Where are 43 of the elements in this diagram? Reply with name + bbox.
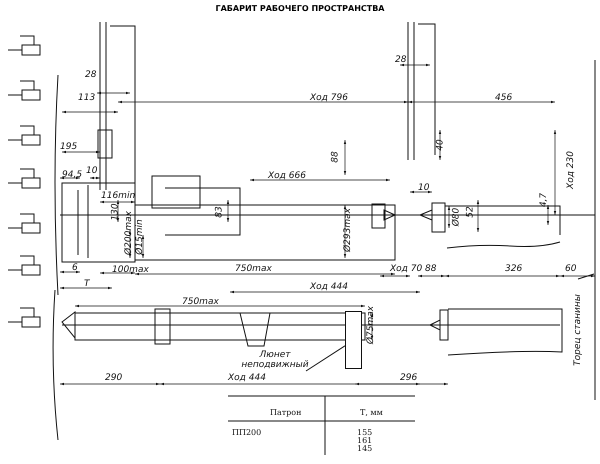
dimension-label: 750max	[235, 264, 272, 274]
dimension-label: Ø15min	[134, 219, 145, 255]
dimension-label: 10	[86, 166, 98, 176]
table-entry: 145	[357, 444, 372, 453]
callout-text: Люнет неподвижный	[240, 350, 310, 370]
dimension-label: Ø75max	[366, 306, 376, 344]
column-header: Т, мм	[360, 408, 383, 417]
table-entry: 155	[357, 428, 372, 437]
dimension-label: Ход 796	[310, 93, 348, 103]
dimension-label: Ход 70	[390, 264, 422, 274]
dimension-label: Ход 444	[228, 373, 266, 383]
dimension-label: 290	[105, 373, 122, 383]
dimension-label: Ход 666	[268, 171, 306, 181]
dimension-label: 750max	[182, 297, 219, 307]
dimension-label: 40	[436, 139, 446, 151]
dimension-label: Ход 444	[310, 282, 348, 292]
drawing-title: ГАБАРИТ РАБОЧЕГО ПРОСТРАНСТВА	[214, 4, 386, 13]
steady-rest-part	[345, 311, 362, 369]
dimension-label: 60	[565, 264, 576, 274]
dimension-label: 100max	[112, 265, 149, 275]
dimension-label: 116min	[101, 191, 136, 201]
dimension-label: 326	[505, 264, 522, 274]
dimension-label: Ø200max	[124, 211, 134, 255]
leader-line	[306, 345, 346, 372]
dimension-label: 456	[495, 93, 512, 103]
dimension-label: 88	[330, 151, 341, 163]
table-entry: 161	[357, 436, 372, 445]
dimension-label: 6	[72, 263, 78, 273]
dimension-label: Ход 230	[566, 151, 576, 189]
leader-line	[578, 274, 594, 280]
dimension-label: 130	[110, 203, 121, 221]
dimension-label: 10	[418, 183, 430, 193]
dimension-label: 28	[395, 55, 406, 65]
dimension-label: 195	[60, 142, 78, 152]
dimension-label: 113	[78, 93, 96, 103]
table-entry: ПП200	[232, 428, 262, 437]
dimension-label: Т	[84, 279, 90, 289]
dimension-label: 94,5	[62, 170, 82, 180]
dimension-label: 296	[400, 373, 418, 383]
column-header: Патрон	[270, 408, 302, 417]
callout-text: Торец станины	[573, 280, 583, 380]
dimension-label: 88	[425, 264, 436, 274]
dimension-label: 28	[85, 70, 96, 80]
